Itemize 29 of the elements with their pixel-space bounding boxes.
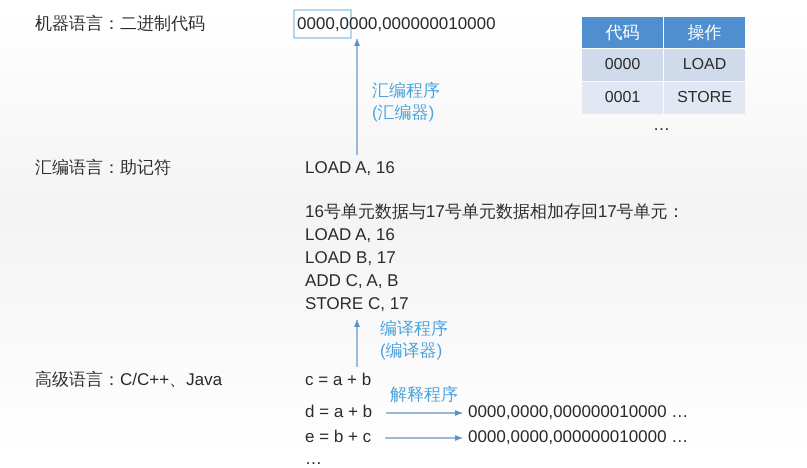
code-text: 0000,0000,000000010000 …	[468, 426, 688, 448]
level-text: 高级语言：C/C++、Java	[35, 369, 222, 391]
table-cell: LOAD	[664, 49, 745, 81]
code-line: LOAD B, 17	[305, 247, 397, 269]
table-cell: 0000	[582, 49, 663, 81]
edge-label: 汇编程序 (汇编器)	[372, 80, 441, 124]
table-header-cell: 操作	[664, 17, 745, 48]
table-header-cell: 代码	[582, 17, 663, 48]
code-text: LOAD A, 16	[305, 157, 395, 179]
note-text: 16号单元数据与17号单元数据相加存回17号单元：	[305, 201, 685, 223]
arrow	[385, 435, 462, 441]
code-line: STORE C, 17	[305, 293, 410, 315]
edge-label: 解释程序	[390, 384, 459, 406]
arrow	[386, 410, 462, 416]
code-line: ADD C, A, B	[305, 270, 400, 292]
code-text: d = a + b	[305, 401, 372, 423]
level-text: 汇编语言：助记符	[35, 157, 171, 179]
ellipsis-text: …	[653, 114, 670, 136]
code-text: e = b + c	[305, 426, 372, 448]
edge-label: 编译程序 (编译器)	[380, 318, 449, 362]
ellipsis-text: …	[305, 448, 322, 468]
arrow	[354, 320, 360, 367]
code-text: c = a + b	[305, 369, 372, 391]
table-cell: STORE	[664, 82, 745, 114]
code-text: 0000,0000,000000010000 …	[468, 401, 688, 423]
arrow	[354, 39, 360, 155]
table-cell: 0001	[582, 82, 663, 114]
code-line: LOAD A, 16	[305, 224, 396, 246]
level-text: 机器语言：二进制代码	[35, 13, 205, 35]
